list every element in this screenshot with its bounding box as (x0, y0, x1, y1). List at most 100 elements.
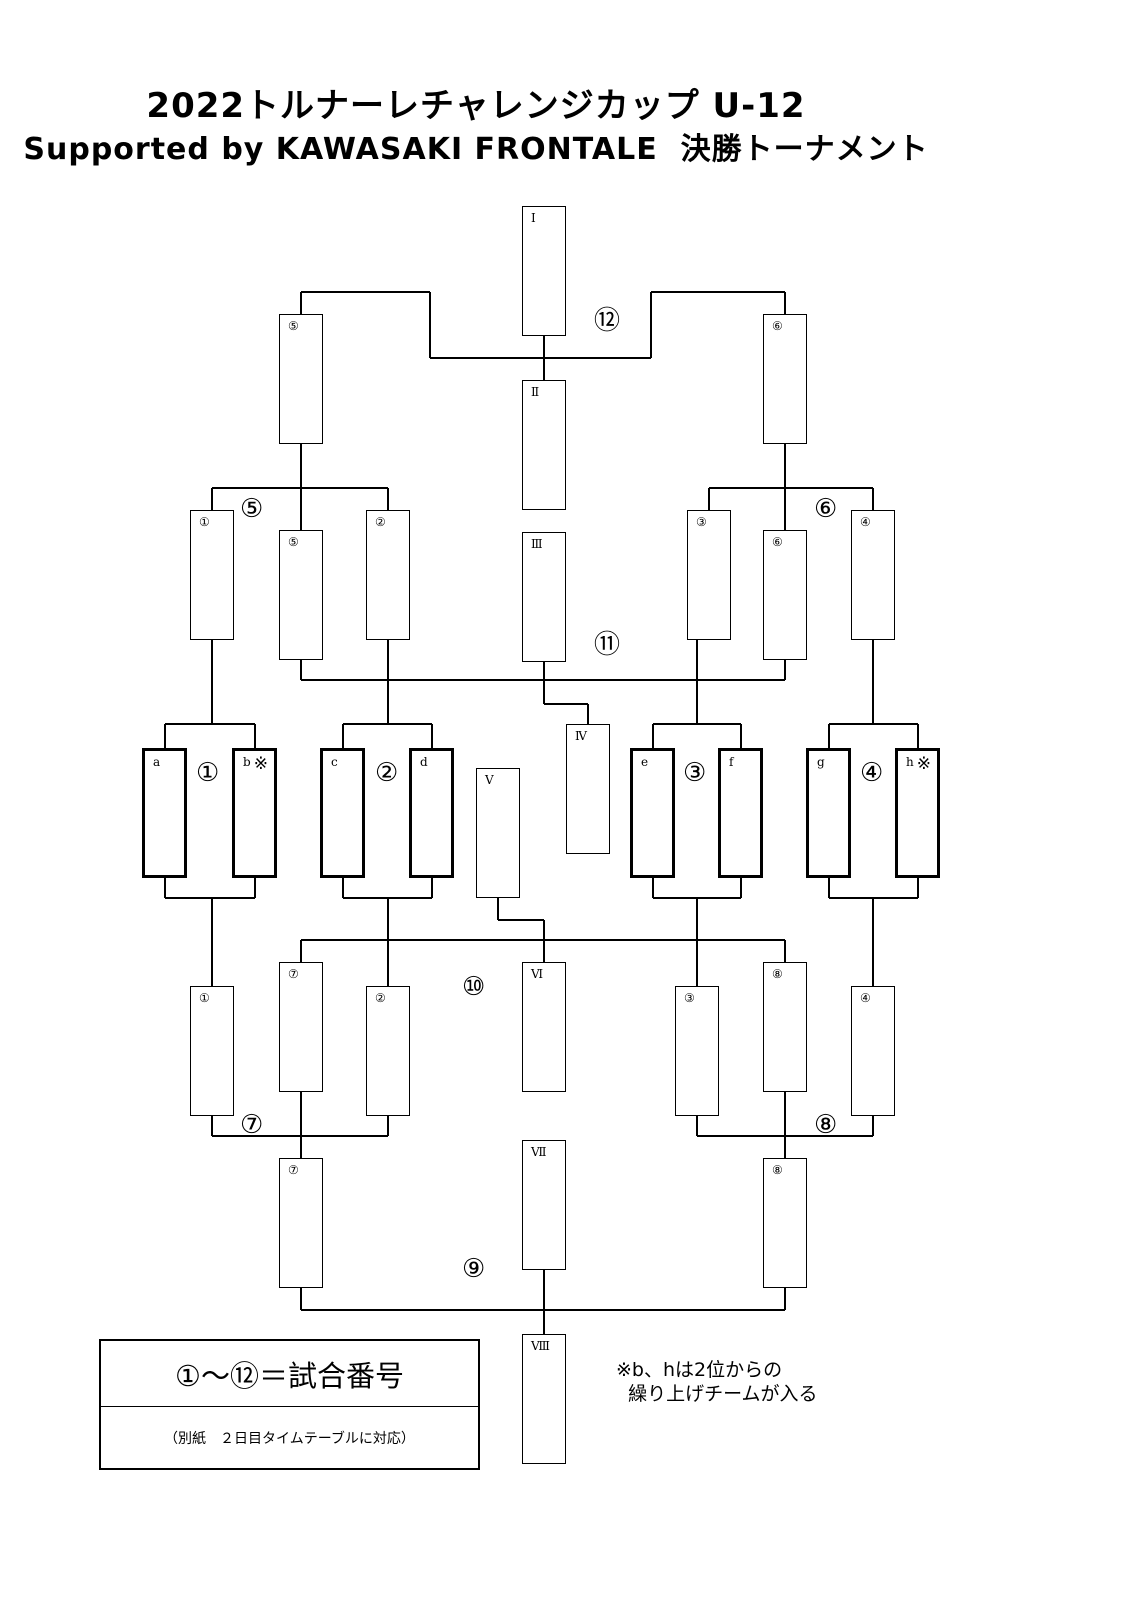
bracket-line (544, 703, 588, 705)
slot-label: Ⅱ (531, 385, 540, 399)
team-slot-e: e (630, 748, 675, 878)
bracket-line (652, 878, 654, 898)
bracket-line (709, 487, 873, 489)
team-slot-c5: ⑤ (279, 530, 323, 660)
slot-label: ⑦ (288, 1163, 299, 1177)
bracket-line (828, 724, 830, 748)
bracket-line (164, 878, 166, 898)
match-number-2: ② (375, 758, 399, 788)
slot-label: ① (199, 515, 210, 529)
bracket-line (784, 292, 786, 314)
team-slot-V: Ⅴ (476, 768, 520, 898)
match-number-7: ⑦ (240, 1110, 264, 1140)
bracket-line (300, 292, 302, 314)
bracket-line (301, 291, 430, 293)
bracket-line (872, 898, 874, 986)
team-slot-c1: ① (190, 510, 234, 640)
bracket-line (254, 878, 256, 898)
slot-label: f (729, 755, 734, 769)
page-subtitle: Supported by KAWASAKI FRONTALE 決勝トーナメント (23, 132, 929, 167)
bracket-line (343, 723, 432, 725)
slot-label: e (641, 755, 649, 769)
bracket-line (429, 292, 431, 358)
slot-label: Ⅶ (531, 1145, 547, 1159)
slot-label: ⑥ (772, 535, 783, 549)
bracket-line (212, 1135, 388, 1137)
bracket-line (301, 1309, 785, 1311)
asterisk-mark: ※ (916, 754, 931, 774)
team-slot-c8: ⑧ (763, 1158, 807, 1288)
bracket-line (872, 640, 874, 724)
asterisk-mark: ※ (253, 754, 268, 774)
team-slot-c5: ⑤ (279, 314, 323, 444)
legend-box: ①～⑫＝試合番号 （別紙 ２日目タイムテーブルに対応） (99, 1339, 480, 1470)
bracket-line (211, 488, 213, 510)
match-number-12: ⑫ (594, 306, 621, 336)
team-slot-h: h※ (895, 748, 940, 878)
bracket-line (387, 488, 389, 510)
bracket-line (300, 1092, 302, 1158)
team-slot-c2: ② (366, 510, 410, 640)
slot-label: ② (375, 515, 386, 529)
slot-label: h (906, 755, 914, 769)
team-slot-a: a (142, 748, 187, 878)
bracket-line (872, 488, 874, 510)
slot-label: Ⅰ (531, 211, 536, 225)
bracket-line (652, 724, 654, 748)
slot-label: ③ (684, 991, 695, 1005)
bracket-line (387, 640, 389, 724)
team-slot-VI: Ⅵ (522, 962, 566, 1092)
team-slot-c2: ② (366, 986, 410, 1116)
slot-label: ① (199, 991, 210, 1005)
bracket-line (165, 723, 255, 725)
team-slot-c6: ⑥ (763, 314, 807, 444)
bracket-line (431, 724, 433, 748)
team-slot-c8: ⑧ (763, 962, 807, 1092)
bracket-line (498, 919, 544, 921)
team-slot-b: b※ (232, 748, 277, 878)
team-slot-c7: ⑦ (279, 1158, 323, 1288)
slot-label: Ⅳ (575, 729, 587, 743)
bracket-line (784, 1288, 786, 1310)
bracket-line (164, 724, 166, 748)
match-number-4: ④ (860, 758, 884, 788)
team-slot-g: g (806, 748, 851, 878)
slot-label: ⑧ (772, 967, 783, 981)
bracket-line (784, 660, 786, 680)
bracket-line (387, 1116, 389, 1136)
match-number-5: ⑤ (240, 494, 264, 524)
bracket-line (917, 878, 919, 898)
slot-label: ② (375, 991, 386, 1005)
team-slot-c6: ⑥ (763, 530, 807, 660)
bracket-line (784, 444, 786, 530)
slot-label: ④ (860, 991, 871, 1005)
bracket-line (651, 291, 785, 293)
bracket-line (497, 898, 499, 920)
bracket-line (301, 679, 785, 681)
footnote: ※b、hは2位からの 繰り上げチームが入る (616, 1359, 818, 1405)
slot-label: ⑥ (772, 319, 783, 333)
match-number-3: ③ (683, 758, 707, 788)
match-number-10: ⑩ (462, 972, 486, 1002)
slot-label: ⑤ (288, 535, 299, 549)
bracket-line (211, 1116, 213, 1136)
page-title: 2022トルナーレチャレンジカップ U-12 (146, 86, 806, 126)
match-number-1: ① (196, 758, 220, 788)
team-slot-VIII: Ⅷ (522, 1334, 566, 1464)
slot-label: a (153, 755, 161, 769)
team-slot-d: d (409, 748, 454, 878)
team-slot-VII: Ⅶ (522, 1140, 566, 1270)
team-slot-III: Ⅲ (522, 532, 566, 662)
legend-subtitle: （別紙 ２日目タイムテーブルに対応） (164, 1431, 415, 1447)
slot-label: ⑧ (772, 1163, 783, 1177)
bracket-line (301, 939, 785, 941)
team-slot-c1: ① (190, 986, 234, 1116)
bracket-line (708, 488, 710, 510)
slot-label: Ⅷ (531, 1339, 550, 1353)
bracket-line (300, 940, 302, 962)
slot-label: Ⅵ (531, 967, 544, 981)
bracket-line (211, 898, 213, 986)
bracket-line (872, 1116, 874, 1136)
slot-label: g (817, 755, 825, 769)
bracket-line (211, 640, 213, 724)
